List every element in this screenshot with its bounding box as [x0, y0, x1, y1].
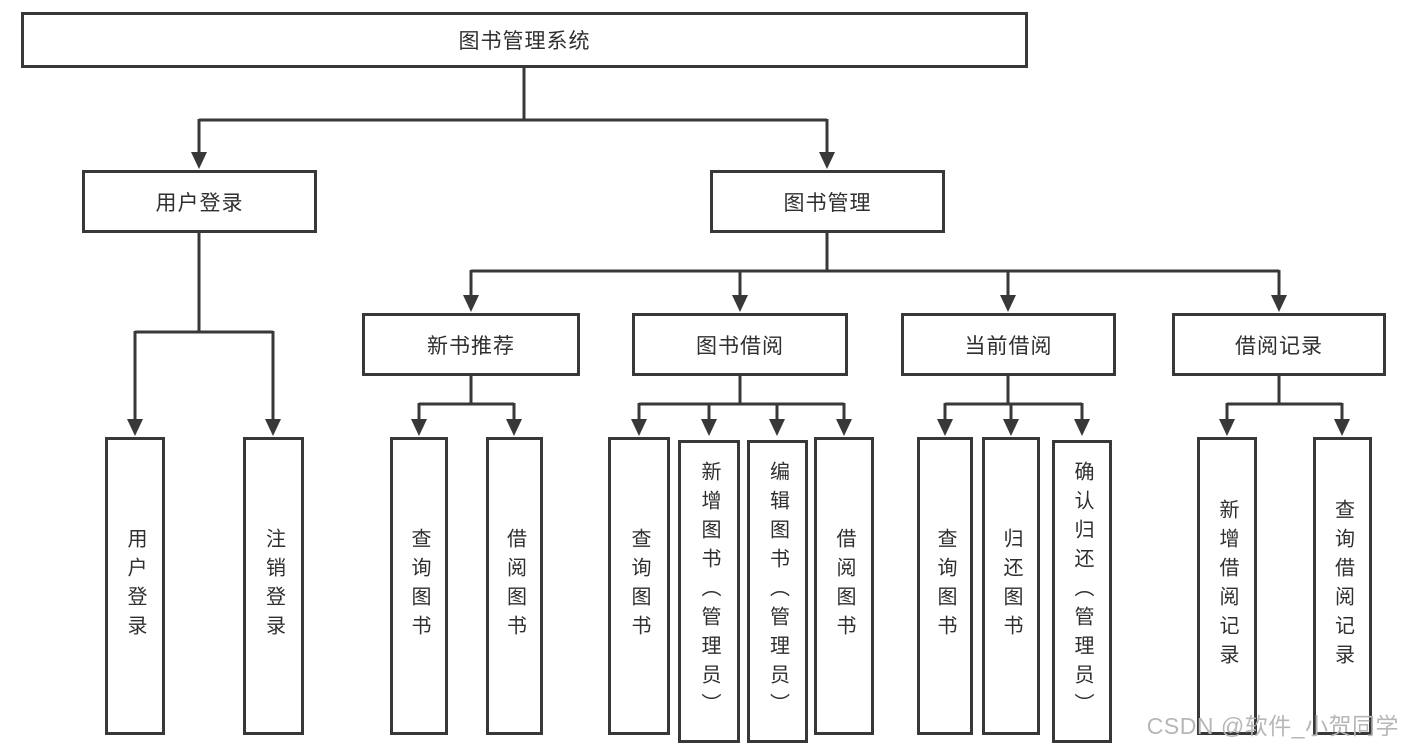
- node-label: 图书借阅: [696, 334, 784, 358]
- node-query-books-3: 查询图书: [917, 437, 973, 735]
- node-label: 新增借阅记录: [1216, 499, 1238, 673]
- node-edit-book-admin: 编辑图书（管理员）: [747, 440, 808, 743]
- arrowhead: [463, 295, 479, 312]
- node-book-management: 图书管理: [710, 170, 945, 233]
- node-add-borrow-record: 新增借阅记录: [1197, 437, 1257, 735]
- arrowhead: [1334, 419, 1350, 436]
- node-book-borrowing: 图书借阅: [632, 313, 848, 376]
- node-add-book-admin: 新增图书（管理员）: [678, 440, 740, 743]
- node-label: 查询借阅记录: [1331, 499, 1354, 673]
- arrowheads-records: [1219, 419, 1350, 436]
- connector-currentborrow-children: [943, 376, 1084, 421]
- arrowhead: [732, 295, 748, 312]
- arrowheads-bookborrow: [631, 419, 852, 436]
- arrowhead: [701, 419, 717, 436]
- arrowhead: [411, 419, 427, 436]
- node-label: 借阅图书: [503, 528, 526, 644]
- node-label: 新书推荐: [427, 334, 515, 358]
- node-label: 归还图书: [1000, 528, 1022, 644]
- arrowheads-currentborrow: [937, 419, 1090, 436]
- arrowhead: [1271, 295, 1287, 312]
- arrowhead: [1074, 419, 1090, 436]
- node-label: 查询图书: [934, 528, 956, 644]
- connector-root-to-level2: [197, 68, 829, 154]
- arrowhead: [191, 152, 207, 169]
- node-return-books: 归还图书: [982, 437, 1040, 735]
- arrowhead: [506, 419, 522, 436]
- connector-newbook-children: [417, 376, 516, 421]
- node-borrowing-records: 借阅记录: [1172, 313, 1386, 376]
- node-label: 借阅图书: [833, 528, 855, 644]
- node-label: 借阅记录: [1235, 334, 1323, 358]
- arrowheads-userlogin: [127, 419, 281, 436]
- node-label: 用户登录: [124, 528, 146, 644]
- arrowhead: [1219, 419, 1235, 436]
- node-query-books-1: 查询图书: [390, 437, 448, 735]
- node-label: 确认归还（管理员）: [1071, 461, 1093, 722]
- node-library-system: 图书管理系统: [21, 12, 1028, 68]
- arrowhead: [127, 419, 143, 436]
- node-query-books-2: 查询图书: [608, 437, 670, 735]
- arrowhead: [1003, 419, 1019, 436]
- node-label: 查询图书: [408, 528, 430, 644]
- node-label: 当前借阅: [964, 334, 1053, 358]
- node-label: 注销登录: [262, 528, 285, 644]
- node-label: 图书管理系统: [458, 30, 591, 53]
- arrowheads-newbook: [411, 419, 522, 436]
- node-logout: 注销登录: [243, 437, 304, 735]
- connector-records-children: [1225, 376, 1344, 421]
- arrowhead: [937, 419, 953, 436]
- node-current-borrowing: 当前借阅: [901, 313, 1116, 376]
- connector-bookborrow-children: [637, 376, 846, 421]
- node-borrow-books-2: 借阅图书: [814, 437, 874, 735]
- node-label: 编辑图书（管理员）: [766, 461, 789, 722]
- node-borrow-books-1: 借阅图书: [486, 437, 543, 735]
- arrowhead: [631, 419, 647, 436]
- node-confirm-return-admin: 确认归还（管理员）: [1052, 440, 1112, 743]
- arrowheads-level2: [191, 152, 835, 169]
- node-label: 图书管理: [783, 191, 872, 215]
- node-label: 用户登录: [155, 191, 244, 215]
- connector-bookmgmt-to-level3: [469, 233, 1281, 297]
- arrowhead: [769, 419, 785, 436]
- connector-userlogin-children: [133, 233, 275, 421]
- arrowhead: [265, 419, 281, 436]
- arrowheads-level3: [463, 295, 1287, 312]
- node-query-borrow-record: 查询借阅记录: [1313, 437, 1372, 735]
- node-user-login-leaf: 用户登录: [105, 437, 165, 735]
- node-new-book-recommend: 新书推荐: [362, 313, 580, 376]
- arrowhead: [819, 152, 835, 169]
- node-label: 新增图书（管理员）: [698, 461, 720, 722]
- arrowhead: [1000, 295, 1016, 312]
- arrowhead: [836, 419, 852, 436]
- node-user-login: 用户登录: [82, 170, 317, 233]
- node-label: 查询图书: [628, 528, 650, 644]
